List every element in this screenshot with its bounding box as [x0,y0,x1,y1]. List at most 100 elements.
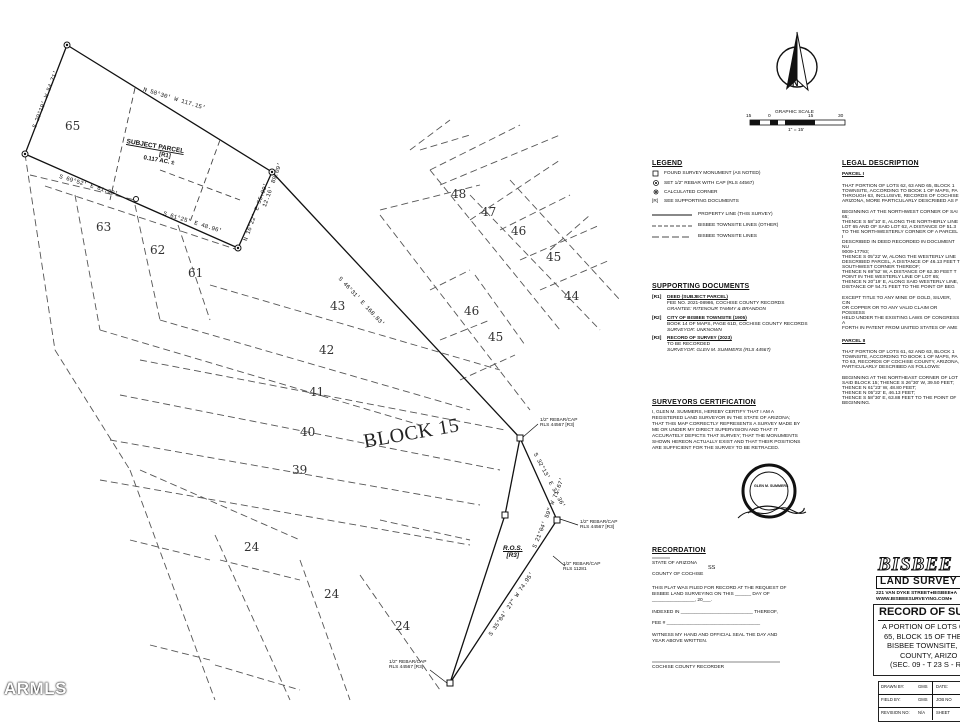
field-by-value: GMS [918,697,928,702]
sheet-label: SHEET [936,710,950,715]
supporting-doc-line: SURVEYOR: GLEN M. SUMMERS (RLS 44567) [667,348,771,353]
monument-callout: 1/2" REBAR/CAP RLS 44567 [R3] [540,418,578,429]
certification-line: ACCURATELY DEPICTS THAT SURVEY; THAT THE… [652,434,798,439]
lot-label: 65 [65,119,81,133]
legend-item: PROPERTY LINE (THIS SURVEY) [698,212,773,217]
recordation-county: COUNTY OF COCHISE [652,572,704,577]
lot-label: 46 [511,224,527,238]
supporting-ref: [R3] [652,336,662,341]
lot-label: 39 [292,463,308,477]
record-description: A PORTION OF LOTS 6 65, BLOCK 15 OF THE … [882,622,960,669]
armls-watermark: ARMLS [4,679,67,698]
revision-value: N/A [918,710,925,715]
certification-line: SHOWN HEREON ACTUALLY EXIST AND THAT THE… [652,440,801,445]
monument-callout: 1/2" REBAR/CAP RLS 44567 [R3] [580,520,618,531]
legend-ref-symbol: [R] [652,199,659,204]
recordation-line: BISBEE LAND SURVEYING ON THIS ______ DAY… [652,592,770,597]
revision-label: REVISION NO: [881,710,910,715]
recordation-lines [652,557,780,663]
recordation-line: WITNESS MY HAND AND OFFICIAL SEAL THE DA… [652,633,778,638]
certification-title: SURVEYORS CERTIFICATION [652,399,756,406]
company-logo: BISBEE [878,554,953,575]
lot-label: 24 [395,619,411,633]
supporting-doc-title: DEED (SUBJECT PARCEL) [667,295,728,300]
scale-tick: 30 [838,114,844,119]
recordation-ss: SS [708,565,716,571]
recordation-line: ________________, 20___. [652,598,713,603]
scale-unit: 1" = 15' [788,128,805,133]
certification-line: I, GLEN M. SUMMERS, HEREBY CERTIFY THAT … [652,410,775,415]
scale-tick: 15 [746,114,752,119]
record-title: RECORD OF SU [879,606,960,618]
lot-label: 42 [319,343,335,357]
legend-symbols [652,170,692,238]
supporting-doc-line: TO BE RECORDED [667,342,711,347]
supporting-doc-title: RECORD OF SURVEY (2023) [667,336,732,341]
lot-label: 44 [564,289,580,303]
monument-callout: 1/2" REBAR/CAP RLS 44567 [R3] [389,660,427,671]
recordation-line: THIS PLAT WAS FILED FOR RECORD AT THE RE… [652,586,787,591]
certification-line: THAT THIS MAP CORRECTLY REPRESENTS A SUR… [652,422,801,427]
recordation-title: RECORDATION [652,547,706,554]
lot-label: 43 [330,299,346,313]
graphic-scale-title: GRAPHIC SCALE [775,110,814,115]
supporting-title: SUPPORTING DOCUMENTS [652,283,750,290]
company-website: WWW.BISBEESURVEYING.COM● [876,597,953,602]
ros-ref: [R3] [506,551,520,559]
certification-line: ME OR UNDER MY DIRECT SUPERVISION AND TH… [652,428,778,433]
lot-label: 45 [488,330,504,344]
legal-title: LEGAL DESCRIPTION [842,160,919,167]
legend-item: CALCULATED CORNER [664,190,718,195]
parcel-interior-lines [109,87,241,223]
drawn-by-value: GMS [918,684,928,689]
lot-label: 40 [300,425,316,439]
lot-label: 24 [244,540,260,554]
recordation-line: INDEXED IN ___________________________ T… [652,610,778,615]
lot-label: 41 [309,385,325,399]
parcel-2-title: PARCEL II [842,339,866,344]
lot-label: 24 [324,587,340,601]
legend-item: SET 1/2" REBAR WITH CAP (RLS 44567) [664,181,755,186]
scale-tick: 0 [768,114,771,119]
supporting-doc-line: BOOK 14 OF MAPS, PAGE 61D, COCHISE COUNT… [667,322,808,327]
lot-label: 47 [481,205,497,219]
lot-label: 45 [546,250,562,264]
supporting-doc-title: CITY OF BISBEE TOWNSITE (1905) [667,316,747,321]
job-no-label: JOB NO [936,697,952,702]
supporting-doc-line: SURVEYOR: UNKNOWN [667,328,722,333]
parcel-1-description: THAT PORTION OF LOTS 62, 63 AND 65, BLOC… [842,184,960,406]
parcel-1-title: PARCEL I [842,172,864,177]
north-label: N [792,78,799,88]
lot-label: 46 [464,304,480,318]
drawn-by-label: DRAWN BY: [881,684,905,689]
date-label: DATE: [936,684,949,689]
recordation-line: FEE # __________________________________… [652,621,761,626]
lot-label: 62 [150,243,166,257]
legend-item: BISBEE TOWNSITE LINES (OTHER) [698,223,779,228]
lot-label: 61 [188,266,204,280]
legend-item: FOUND SURVEY MONUMENT (AS NOTED) [664,171,761,176]
lot-label: 63 [96,220,112,234]
townsite-lines [24,119,621,701]
legend-title: LEGEND [652,160,683,167]
field-by-label: FIELD BY: [881,697,901,702]
surveyor-seal-icon [737,463,807,519]
supporting-doc-line: GRANTEE: RITENOUR TAMMY & BRANDON [667,307,766,312]
lot-label: 48 [451,187,467,201]
monument-callout: 1/2" REBAR/CAP RLS 11281 [563,562,601,573]
legend-item: SEE SUPPORTING DOCUMENTS [664,199,739,204]
recordation-recorder: COCHISE COUNTY RECORDER [652,665,725,670]
supporting-ref: [R2] [652,316,662,321]
company-address: 221 VAN DYKE STREET●BISBEE●A [876,591,958,596]
seal-text: GLEN M. SUMMERS [754,484,789,488]
graphic-scale-bar [749,119,846,126]
scale-tick: 15 [808,114,814,119]
property-lines [24,44,558,684]
ros-label: R.O.S. [R3] [503,545,523,560]
supporting-ref: [R1] [652,295,662,300]
north-arrow-icon [776,31,818,92]
legend-item: BISBEE TOWNSITE LINES [698,234,758,239]
supporting-doc-line: FEE NO. 2021-08986, COCHISE COUNTY RECOR… [667,301,785,306]
certification-line: REGISTERED LAND SURVEYOR IN THE STATE OF… [652,416,791,421]
